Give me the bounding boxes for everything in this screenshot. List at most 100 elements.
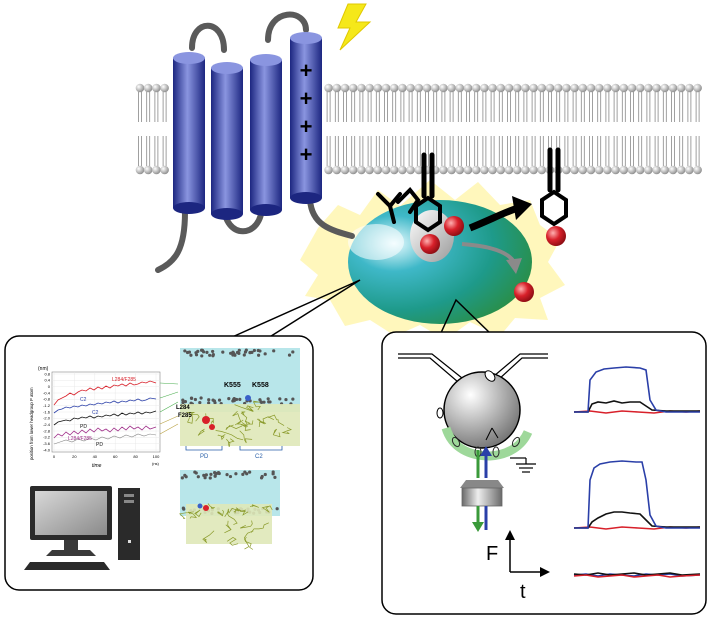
fluorescence-traces-3	[573, 572, 701, 578]
purple-trace	[53, 425, 157, 439]
s4-charges: + + + +	[300, 58, 313, 167]
domain-label-c2: C2	[255, 454, 263, 460]
domain-bracket-c2	[239, 446, 283, 451]
fluorescence-traces-1	[573, 366, 701, 414]
y-tick-label: -2.8	[43, 428, 51, 433]
residue-label-2: K558	[252, 382, 269, 389]
md-graph: (nm) position from lower headgroup P ato…	[29, 366, 179, 469]
helix-s4	[290, 32, 322, 204]
gray-trace	[53, 433, 157, 445]
trace1-blue	[574, 366, 700, 413]
patch-electrodes	[398, 353, 548, 383]
axis-label-t: t	[520, 581, 526, 603]
x-tick-label: 20	[72, 454, 77, 459]
y-tick-label: -0.8	[43, 397, 51, 402]
graph-x-unit: (ns)	[152, 461, 160, 466]
charge-2: +	[300, 86, 313, 111]
trace2-blue	[574, 460, 700, 529]
snapshot2-protein-chains	[179, 503, 273, 550]
graph-gridlines	[52, 372, 160, 452]
trace3-black	[573, 572, 701, 576]
released-phosphate	[514, 282, 534, 302]
y-tick-label: -3.6	[43, 441, 51, 446]
helix-s3	[250, 54, 282, 216]
residue-label-1: K555	[224, 382, 241, 389]
lipid-row-inner	[135, 136, 702, 175]
label-c2: C2	[80, 397, 87, 403]
label-c2-lower: C2	[92, 410, 99, 416]
y-tick-label: 0	[48, 384, 51, 389]
label-purple-series: L284/F285	[68, 436, 92, 442]
x-tick-label: 80	[133, 454, 138, 459]
desktop-computer-icon	[24, 486, 140, 570]
emission-arrowhead	[480, 446, 492, 456]
md-snapshot-top: K555 K558 L284 F285 PD C2	[176, 348, 300, 460]
product-phosphate	[546, 226, 566, 246]
phosphate-release-arrowhead	[506, 258, 522, 274]
substrate-phosphate-2	[444, 216, 464, 236]
ground-icon	[510, 457, 536, 473]
product-lipid	[540, 147, 568, 227]
voltage-sensor-helices	[173, 32, 322, 220]
y-tick-label: 0.8	[44, 371, 50, 376]
graph-leader-lines	[159, 382, 179, 435]
membrane-patch-1	[484, 370, 496, 382]
axis-label-f: F	[486, 543, 498, 565]
y-tick-label: -0.4	[43, 390, 51, 395]
red-trace	[53, 380, 157, 406]
trace1-black	[574, 400, 700, 413]
helix-s1	[173, 52, 205, 214]
residue-side-chain	[376, 187, 421, 224]
graph-y-unit: (nm)	[38, 366, 49, 372]
ft-axes	[505, 530, 550, 577]
charge-1: +	[300, 58, 313, 83]
x-tick-label: 60	[113, 454, 118, 459]
snapshot-headgroups	[181, 348, 295, 406]
membrane-probes	[451, 436, 521, 458]
objective-lens	[460, 480, 504, 507]
label-pd-lower: PD	[96, 442, 103, 448]
graph-y-ticks: 0.80.40-0.4-0.8-1.2-1.6-2.0-2.4-2.8-3.2-…	[43, 371, 51, 452]
domain-label-pd: PD	[200, 454, 209, 460]
label-pd: PD	[80, 424, 87, 430]
patched-cell	[443, 371, 521, 449]
x-tick-label: 100	[153, 454, 160, 459]
trace2-black	[574, 511, 700, 529]
charge-4: +	[300, 142, 313, 167]
substrate-phosphate-1	[420, 234, 440, 254]
label-red-series: L284/F285	[112, 377, 136, 383]
enzyme-highlight	[348, 224, 404, 260]
snapshot-protein-chains	[187, 400, 293, 447]
y-tick-label: -2.4	[43, 422, 51, 427]
y-tick-label: 0.4	[44, 378, 50, 383]
lightning-bolt-icon	[337, 3, 372, 51]
excitation-arrowhead	[472, 522, 484, 532]
md-snapshot-bottom	[179, 470, 280, 550]
y-tick-label: -3.2	[43, 435, 51, 440]
black-trace	[53, 410, 157, 426]
fluorescence-traces-2	[573, 460, 701, 530]
charge-3: +	[300, 114, 313, 139]
y-tick-label: -4.0	[43, 447, 51, 452]
product-release-arrowhead	[512, 196, 532, 220]
graph-x-ticks: 0 20 40 60 80 100	[53, 454, 160, 459]
graph-y-axis-label: position from lower headgroup P atom	[29, 387, 34, 460]
left-label-1: L284	[176, 405, 190, 411]
y-tick-label: -2.0	[43, 416, 51, 421]
y-tick-label: -1.6	[43, 409, 51, 414]
trace3-red	[573, 574, 701, 578]
x-tick-label: 40	[93, 454, 98, 459]
lipid-bilayer	[135, 83, 702, 175]
callout-lines	[229, 279, 493, 339]
membrane-patch-2	[436, 407, 444, 419]
y-tick-label: -1.2	[43, 403, 51, 408]
x-tick-label: 0	[53, 454, 56, 459]
graph-x-label: time	[92, 463, 102, 469]
domain-bracket-pd	[185, 446, 223, 451]
trace3-blue	[573, 573, 701, 577]
left-label-2: F285	[178, 413, 192, 419]
exchange-arrow	[485, 427, 499, 441]
blue-trace	[53, 397, 157, 414]
